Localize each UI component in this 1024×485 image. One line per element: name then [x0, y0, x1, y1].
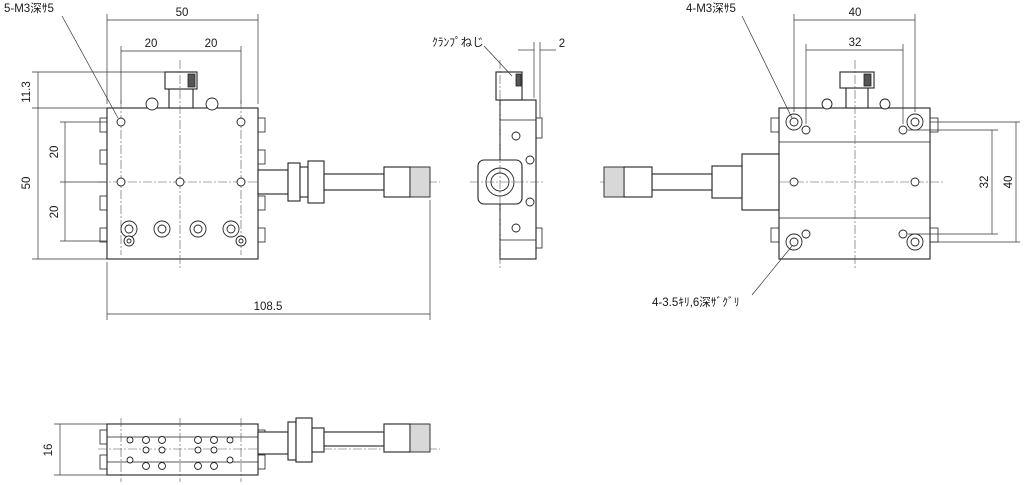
side-view: 2 ｸﾗﾝﾌﾟねじ: [432, 36, 565, 270]
bottom-view: 16: [43, 417, 440, 482]
front-micrometer-head: [257, 160, 431, 204]
back-micrometer-head: [603, 153, 780, 211]
tapped-hole: [236, 117, 246, 127]
dim-front-pitch-lower: 20: [49, 206, 61, 219]
tapped-hole: [116, 117, 126, 127]
bottom-micrometer-head: [257, 417, 431, 463]
dim-side-offset: 2: [559, 38, 565, 50]
dim-back-height-pitch: 32: [979, 176, 991, 189]
dim-bottom-height: 16: [43, 444, 55, 457]
dim-front-pitch-right: 20: [205, 38, 218, 50]
bottom-holes: [126, 436, 234, 470]
dim-front-height-total: 50: [21, 177, 33, 190]
dim-total-length: 108.5: [254, 301, 283, 313]
back-clamp-screw: [845, 87, 869, 109]
dim-back-height-total: 40: [1003, 176, 1015, 189]
tapped-hole: [116, 177, 126, 187]
label-tapped-holes-front: 5-M3深ｻ5: [4, 1, 54, 15]
front-view: 50 20 20 50 20 20 11.3 108.5 5-M3深ｻ5: [4, 1, 440, 320]
label-tapped-holes-back: 4-M3深ｻ5: [686, 1, 736, 15]
label-counterbore: 4-3.5ｷﾘ,6深ｻﾞｸﾞﾘ: [652, 295, 740, 309]
back-holes: [785, 113, 924, 251]
counterbore-holes: [120, 220, 247, 247]
tapped-hole: [175, 177, 185, 187]
tapped-hole: [236, 177, 246, 187]
dim-front-pitch-left: 20: [145, 38, 158, 50]
bottom-stage-body: [106, 423, 259, 476]
dim-back-width: 40: [849, 7, 862, 19]
dim-back-pitch: 32: [849, 37, 862, 49]
front-clamp-screw: [168, 88, 194, 109]
dim-front-pitch-upper: 20: [49, 146, 61, 159]
dim-front-top-width: 50: [176, 7, 189, 19]
label-clamp-screw: ｸﾗﾝﾌﾟねじ: [432, 36, 484, 49]
dim-clamp-height: 11.3: [21, 81, 33, 103]
back-view: 40 32 32 40 4-M3深ｻ5 4-3.5ｷﾘ,6深ｻﾞｸﾞﾘ: [600, 1, 1020, 309]
